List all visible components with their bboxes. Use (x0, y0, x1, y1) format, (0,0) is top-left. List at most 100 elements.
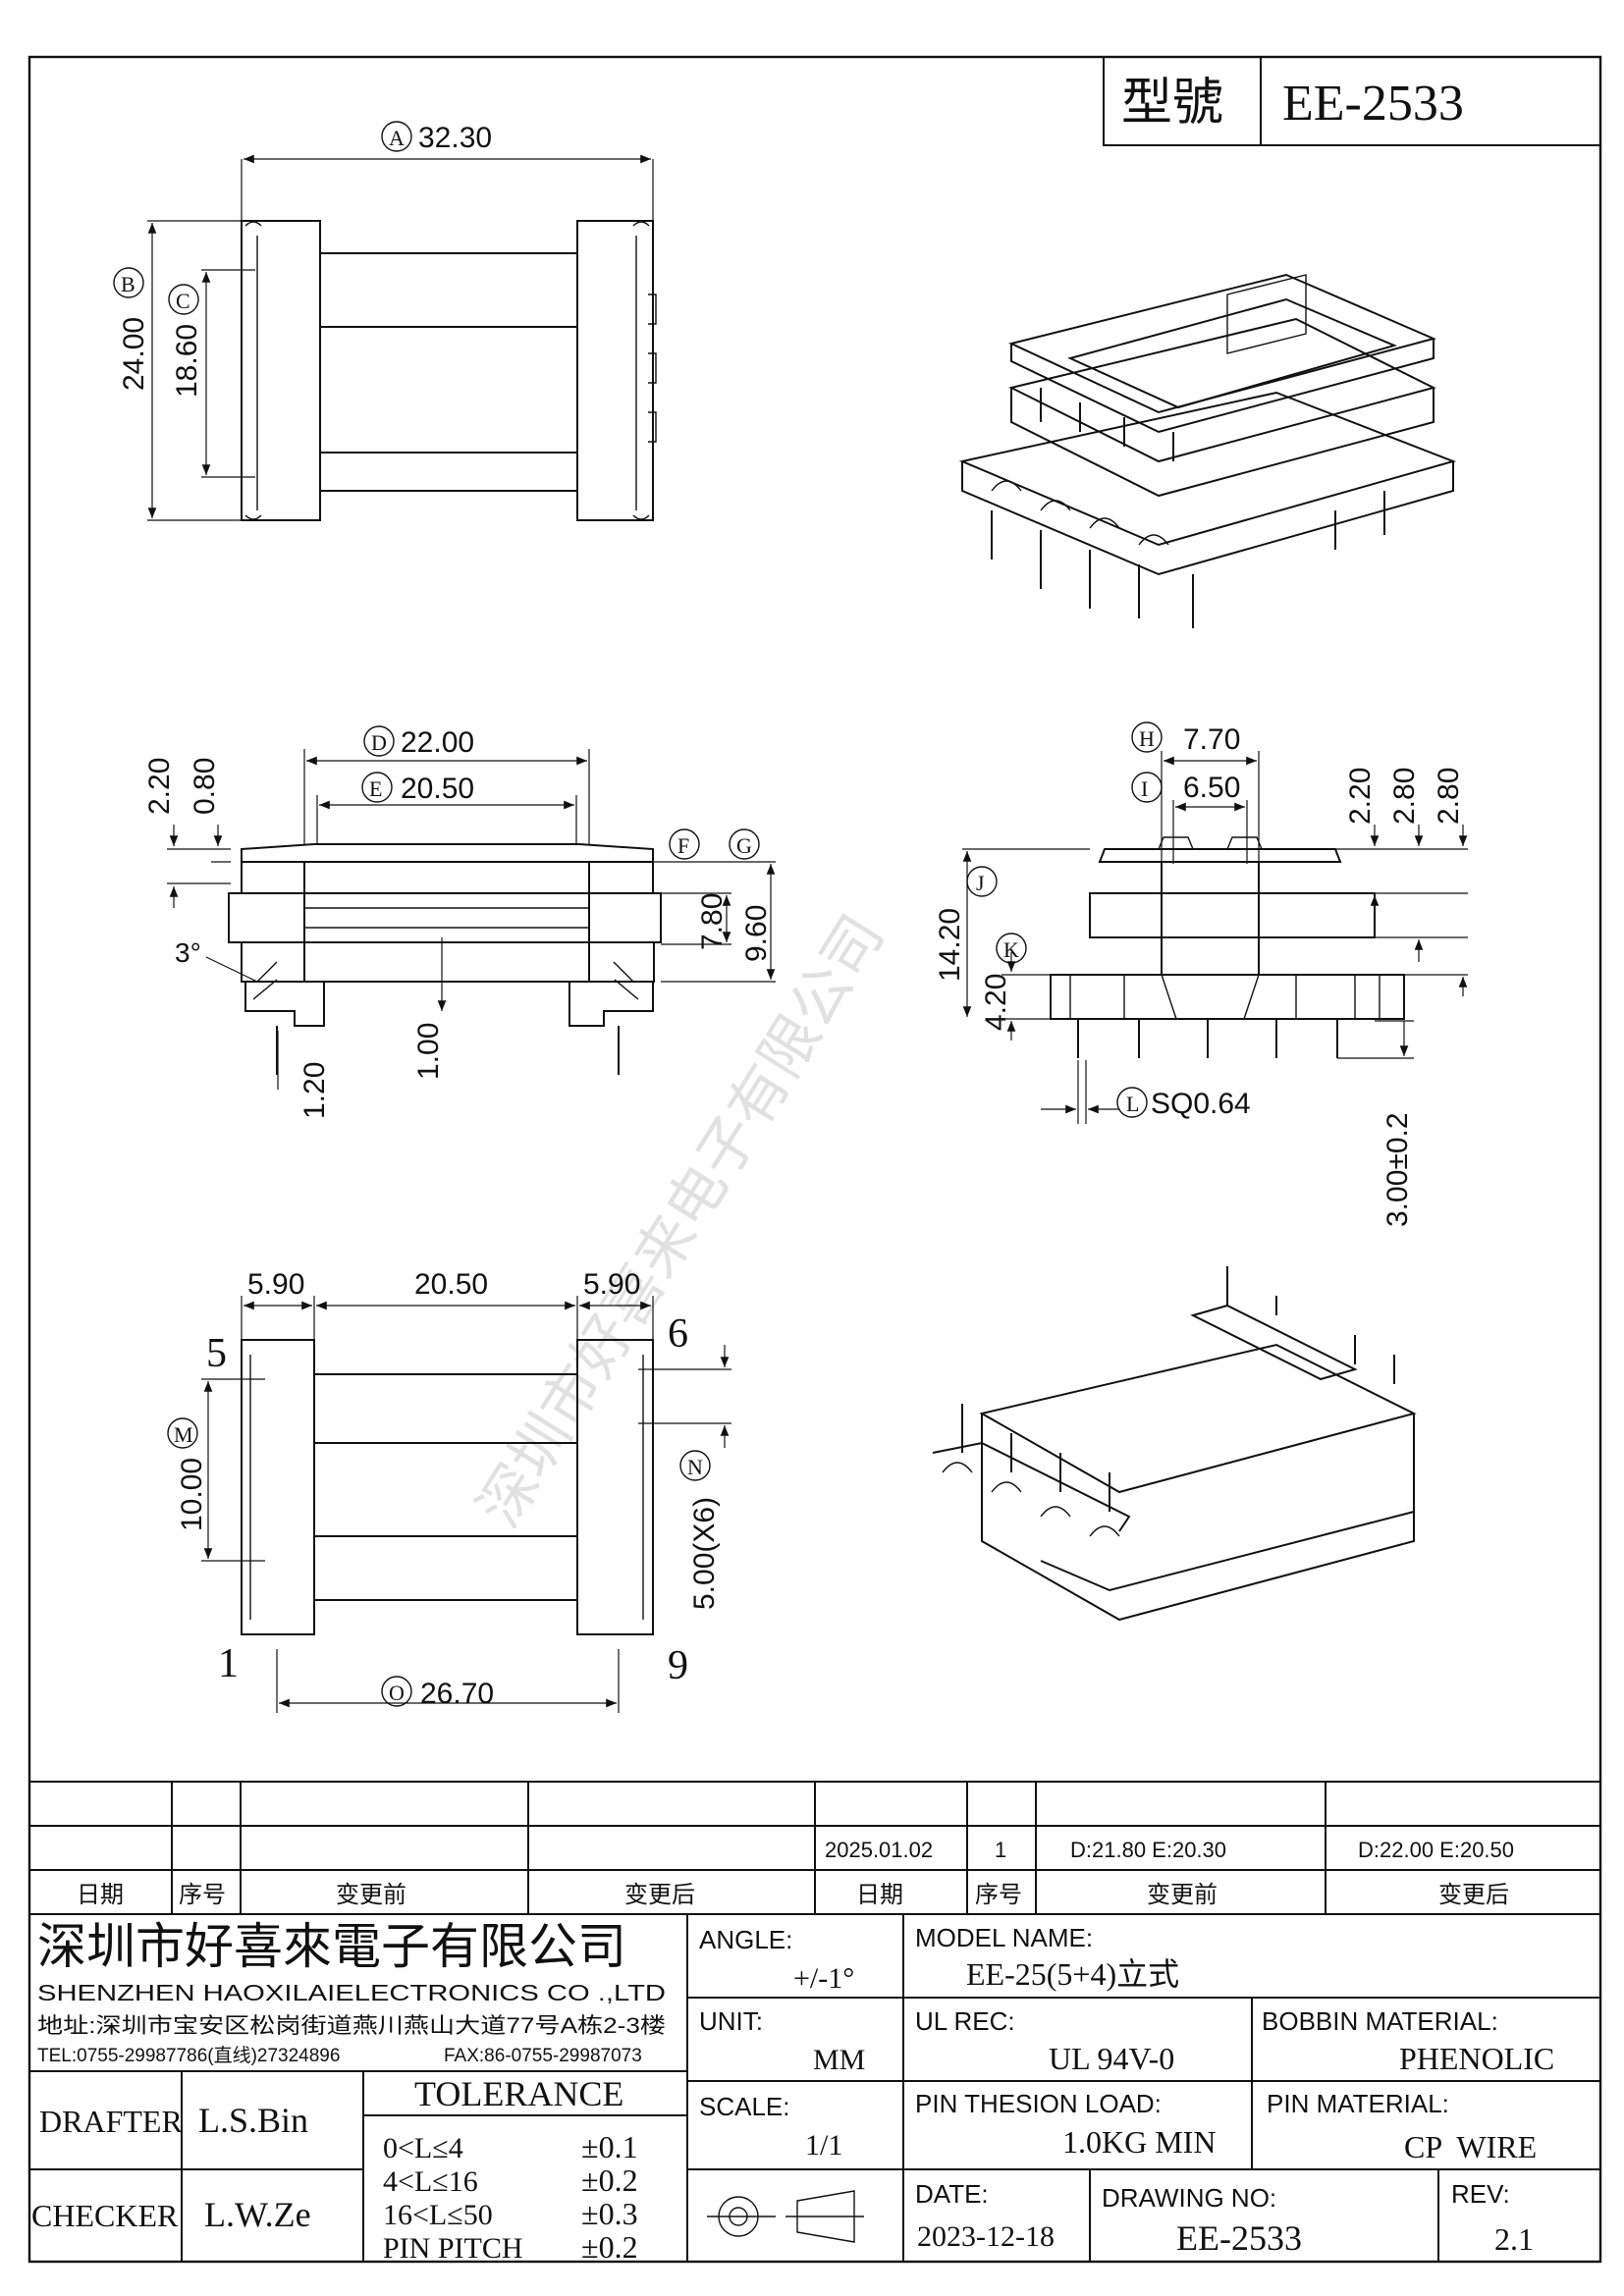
tol2-range: 4<L≤16 (383, 2165, 478, 2198)
dim-K: 4.20 (980, 974, 1012, 1031)
circle-letter-E: E (369, 776, 382, 801)
circle-letter-K: K (1003, 937, 1019, 962)
front-view: D 22.00 E 20.50 2.20 0.80 F (143, 725, 776, 1119)
pin-load-value: 1.0KG MIN (1062, 2124, 1216, 2160)
circle-letter-C: C (176, 289, 190, 313)
ul-rec-value: UL 94V-0 (1049, 2041, 1174, 2076)
angle-value: +/-1° (793, 1962, 854, 1995)
circle-letter-N: N (687, 1455, 703, 1479)
model-header-label: 型號 (1121, 76, 1223, 132)
tol3-value: ±0.3 (581, 2196, 638, 2231)
date-label: DATE: (915, 2179, 989, 2209)
tolerance-title: TOLERANCE (414, 2074, 623, 2113)
drafter-value: L.S.Bin (198, 2101, 308, 2140)
rev-h-seq2: 序号 (975, 1882, 1022, 1908)
dim-N: 5.00(X6) (688, 1497, 721, 1610)
circle-letter-G: G (736, 833, 752, 858)
dim-2.80-b: 2.80 (1433, 768, 1465, 825)
circle-letter-B: B (121, 272, 135, 296)
pin-load-label: PIN THESION LOAD: (915, 2089, 1162, 2118)
angle-label: ANGLE: (699, 1925, 792, 1954)
dim-L: SQ0.64 (1151, 1088, 1251, 1120)
model-name-label: MODEL NAME: (915, 1923, 1093, 1952)
unit-label: UNIT: (699, 2006, 763, 2036)
rev-h-date2: 日期 (856, 1882, 903, 1908)
rev-row-after: D:22.00 E:20.50 (1358, 1838, 1514, 1862)
circle-letter-A: A (389, 126, 405, 150)
checker-label: CHECKER (31, 2198, 179, 2233)
revision-table: 2025.01.02 1 D:21.80 E:20.30 D:22.00 E:2… (28, 1781, 1601, 1915)
dim-M: 10.00 (176, 1458, 208, 1531)
drawing-no-label: DRAWING NO: (1102, 2183, 1276, 2213)
circle-letter-I: I (1141, 776, 1148, 801)
company-address: 地址:深圳市宝安区松岗街道燕川燕山大道77号A栋2-3楼 (37, 2013, 666, 2038)
dim-angle: 3° (175, 937, 201, 968)
scale-label: SCALE: (699, 2092, 790, 2121)
ul-rec-label: UL REC: (915, 2006, 1015, 2036)
model-header-value: EE-2533 (1282, 76, 1464, 132)
bobbin-material-value: PHENOLIC (1399, 2041, 1554, 2076)
model-name-value: EE-25(5+4)立式 (966, 1956, 1179, 1992)
rev-h-before2: 变更前 (1147, 1882, 1218, 1908)
dim-5.90-right: 5.90 (583, 1268, 640, 1301)
dim-2.80-a: 2.80 (1388, 768, 1421, 825)
tol1-value: ±0.1 (581, 2129, 638, 2164)
pin-label-9: 9 (668, 1643, 688, 1688)
bobbin-material-label: BOBBIN MATERIAL: (1262, 2006, 1498, 2036)
checker-value: L.W.Ze (204, 2195, 311, 2234)
tol1-range: 0<L≤4 (383, 2132, 463, 2164)
company-name-en: SHENZHEN HAOXILAIELECTRONICS CO .,LTD (37, 1980, 666, 2005)
rev-h-before: 变更前 (336, 1882, 406, 1908)
pin-material-label: PIN MATERIAL: (1267, 2089, 1449, 2118)
tol4-range: PIN PITCH (383, 2232, 523, 2265)
rev-row-date: 2025.01.02 (825, 1838, 933, 1862)
tol4-value: ±0.2 (581, 2229, 638, 2265)
pin-label-1: 1 (218, 1641, 239, 1686)
pin-label-5: 5 (206, 1331, 227, 1376)
dim-O: 26.70 (420, 1678, 494, 1710)
circle-letter-F: F (677, 833, 689, 858)
pin-material-value: CP WIRE (1404, 2129, 1537, 2164)
dim-A: 32.30 (418, 122, 492, 154)
circle-letter-O: O (389, 1681, 405, 1705)
top-view: A 32.30 B 24.00 C 18.60 (113, 121, 657, 521)
dim-E: 20.50 (401, 773, 474, 805)
rev-row-seq: 1 (995, 1838, 1006, 1862)
dim-5.90-left: 5.90 (247, 1268, 304, 1301)
dim-1.20: 1.20 (298, 1062, 331, 1119)
dim-G: 9.60 (740, 905, 773, 962)
bottom-view: 5.90 20.50 5.90 5 6 1 9 M 10.00 N 5.00(X… (167, 1268, 731, 1713)
dim-H: 7.70 (1183, 723, 1240, 756)
circle-letter-M: M (174, 1422, 193, 1447)
dim-C: 18.60 (171, 324, 203, 398)
circle-letter-D: D (371, 730, 387, 755)
circle-letter-L: L (1126, 1092, 1139, 1116)
rev-h-after2: 变更后 (1438, 1882, 1509, 1908)
drawing-no-value: EE-2533 (1176, 2218, 1302, 2258)
iso-view-1 (958, 273, 1457, 628)
company-tel: TEL:0755-29987786(直线)27324896 (37, 2045, 340, 2066)
tol3-range: 16<L≤50 (383, 2199, 493, 2231)
circle-letter-H: H (1139, 726, 1155, 751)
company-name-cn: 深圳市好喜來電子有限公司 (37, 1919, 626, 1974)
scale-value: 1/1 (805, 2129, 842, 2162)
tol2-value: ±0.2 (581, 2163, 638, 2198)
iso-view-2 (932, 1266, 1417, 1622)
title-block: 深圳市好喜來電子有限公司 SHENZHEN HAOXILAIELECTRONIC… (28, 1913, 1601, 2265)
rev-label: REV: (1451, 2179, 1510, 2209)
rev-row-before: D:21.80 E:20.30 (1070, 1838, 1226, 1862)
date-value: 2023-12-18 (917, 2220, 1055, 2253)
dim-2.20-right: 2.20 (1344, 768, 1377, 825)
projection-symbol (707, 2190, 864, 2243)
dim-pin-length: 3.00±0.2 (1381, 1112, 1414, 1227)
circle-letter-J: J (976, 871, 985, 895)
drafter-label: DRAFTER (39, 2104, 183, 2139)
pin-label-6: 6 (668, 1311, 688, 1357)
dim-0.80-left: 0.80 (189, 758, 221, 815)
rev-h-seq: 序号 (179, 1882, 226, 1908)
dim-1.00: 1.00 (412, 1023, 445, 1080)
dim-I: 6.50 (1183, 772, 1240, 804)
company-fax: FAX:86-0755-29987073 (444, 2046, 642, 2066)
dim-2.20-left: 2.20 (143, 758, 176, 815)
